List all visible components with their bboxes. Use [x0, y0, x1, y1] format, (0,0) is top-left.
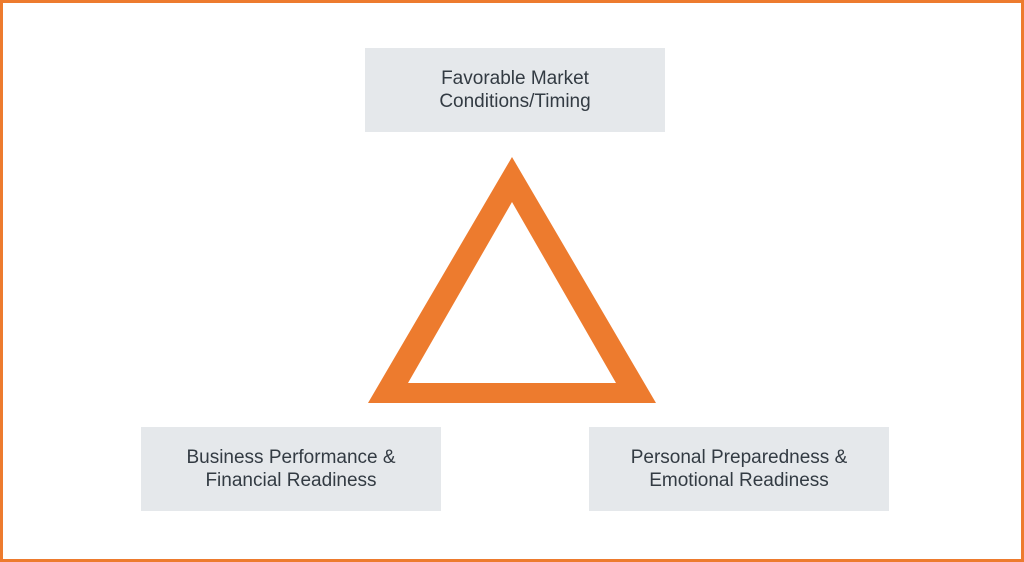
triangle-outline — [368, 157, 656, 403]
market-conditions-box: Favorable Market Conditions/Timing — [365, 48, 665, 132]
business-performance-line-2: Financial Readiness — [205, 470, 377, 491]
market-conditions-line-2: Conditions/Timing — [439, 91, 591, 112]
market-conditions-label: Favorable Market Conditions/Timing — [439, 67, 590, 113]
personal-preparedness-box: Personal Preparedness & Emotional Readin… — [589, 427, 889, 511]
business-performance-label: Business Performance & Financial Readine… — [186, 446, 395, 492]
triangle-shape — [368, 157, 656, 403]
business-performance-line-1: Business Performance & — [186, 447, 396, 468]
market-conditions-line-1: Favorable Market — [441, 68, 589, 89]
personal-preparedness-line-2: Emotional Readiness — [649, 470, 829, 491]
business-performance-box: Business Performance & Financial Readine… — [141, 427, 441, 511]
personal-preparedness-label: Personal Preparedness & Emotional Readin… — [631, 446, 848, 492]
personal-preparedness-line-1: Personal Preparedness & — [630, 447, 848, 468]
